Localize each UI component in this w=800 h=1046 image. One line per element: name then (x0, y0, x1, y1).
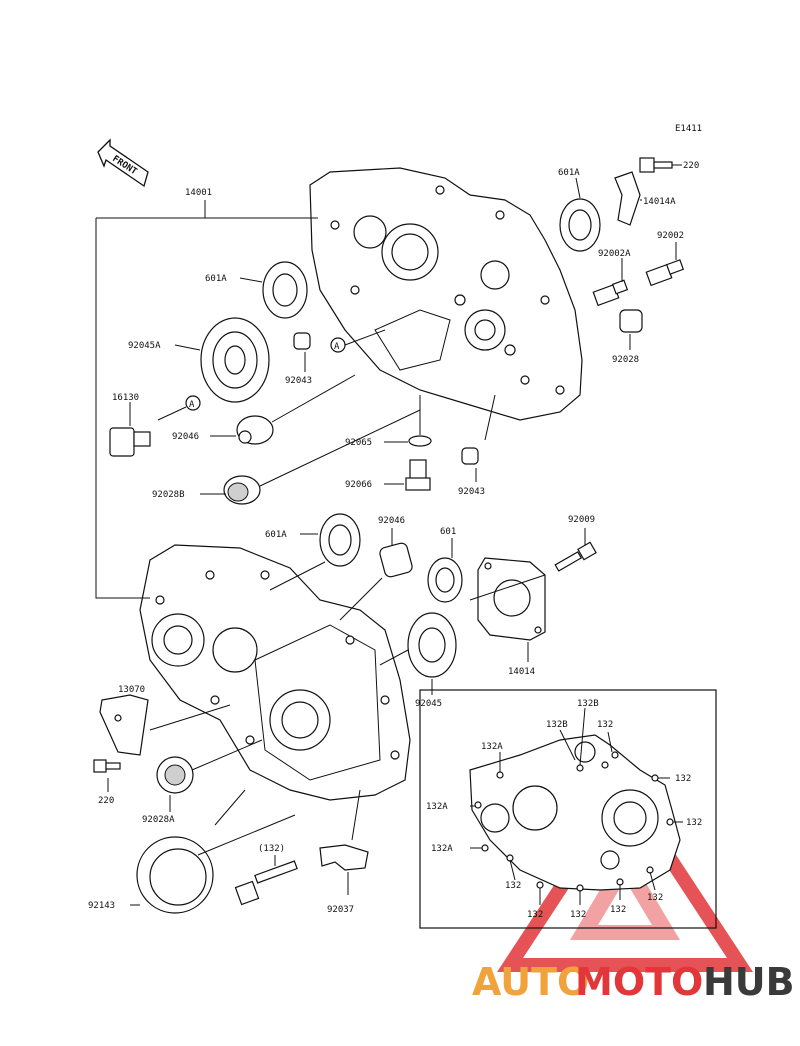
bolt-location-inset (419, 689, 717, 929)
inset-label-132-4: 132 (505, 881, 521, 891)
bracket-14014A (614, 171, 641, 226)
fitting-92002 (645, 259, 685, 287)
diagram-code: E1411 (675, 124, 702, 134)
ref-A-top: A (330, 337, 346, 353)
inset-label-132-6: 132 (570, 910, 586, 920)
svg-text:A: A (334, 342, 340, 352)
label-14001: 14001 (185, 188, 212, 198)
bolt-220-top (639, 157, 673, 173)
sensor-16130 (109, 427, 151, 457)
label-14014: 14014 (508, 667, 535, 677)
dowel-92043-b (461, 447, 479, 465)
label-601: 601 (440, 527, 456, 537)
fitting-92002A (592, 279, 629, 307)
label-92028A: 92028A (142, 815, 175, 825)
inset-leaders (470, 707, 683, 905)
inset-label-132-5: 132 (527, 910, 543, 920)
inset-label-132A-2: 132A (426, 802, 448, 812)
plate-13070 (99, 694, 149, 756)
label-92002: 92002 (657, 231, 684, 241)
collar-92046-a (236, 415, 274, 445)
plug-92066 (405, 459, 431, 491)
label-92043-b: 92043 (458, 487, 485, 497)
label-601A-mid: 601A (265, 530, 287, 540)
ref-A-left: A (185, 395, 201, 411)
bolt-220-bottom (93, 759, 121, 773)
label-601A-top: 601A (558, 168, 580, 178)
cover-plate-14014 (477, 557, 546, 641)
bearing-92045A (200, 317, 270, 403)
label-220-top: 220 (683, 161, 699, 171)
label-92028: 92028 (612, 355, 639, 365)
inset-label-132-8: 132 (647, 893, 663, 903)
front-arrow-icon: FRONT (97, 138, 149, 188)
dowel-92043-a (293, 332, 311, 350)
svg-text:AUTO: AUTO (472, 960, 589, 1004)
ring-92143 (136, 836, 214, 914)
label-601A-left: 601A (205, 274, 227, 284)
bolt-92009 (554, 541, 597, 572)
inset-label-132-3: 132 (686, 818, 702, 828)
clamp-92037 (319, 844, 369, 871)
label-92043-a: 92043 (285, 376, 312, 386)
washer-92065 (408, 435, 432, 447)
bearing-601A-mid (319, 513, 361, 567)
inset-label-132A-3: 132A (431, 844, 453, 854)
collar-92046-b (379, 542, 413, 578)
label-92045: 92045 (415, 699, 442, 709)
label-92143: 92143 (88, 901, 115, 911)
svg-text:A: A (189, 400, 195, 410)
cap-92028 (619, 309, 643, 333)
watermark-text: AUTO MOTO HUB (472, 960, 795, 1004)
label-92046-b: 92046 (378, 516, 405, 526)
bearing-601A-left (262, 261, 308, 319)
seal-92028B (223, 475, 261, 505)
label-92028B: 92028B (152, 490, 185, 500)
label-14014A: 14014A (643, 197, 676, 207)
inset-label-132-1: 132 (597, 720, 613, 730)
inset-label-132B-2: 132B (546, 720, 568, 730)
label-92066: 92066 (345, 480, 372, 490)
label-132-paren: (132) (258, 844, 285, 854)
lower-crankcase-half (139, 544, 411, 801)
label-16130: 16130 (112, 393, 139, 403)
seal-92028A (156, 756, 194, 794)
label-220-bottom: 220 (98, 796, 114, 806)
label-92037: 92037 (327, 905, 354, 915)
inset-label-132B-1: 132B (577, 699, 599, 709)
svg-text:HUB: HUB (703, 960, 795, 1004)
svg-text:MOTO: MOTO (575, 960, 703, 1004)
bolt-132 (234, 860, 298, 906)
label-92065: 92065 (345, 438, 372, 448)
inset-label-132A-1: 132A (481, 742, 503, 752)
label-13070: 13070 (118, 685, 145, 695)
label-92009: 92009 (568, 515, 595, 525)
label-92045A: 92045A (128, 341, 161, 351)
bearing-601 (427, 557, 463, 603)
bracket-14001 (95, 200, 318, 599)
inset-label-132-7: 132 (610, 905, 626, 915)
upper-crankcase-half (309, 167, 583, 421)
label-92002A: 92002A (598, 249, 631, 259)
bearing-92045 (407, 612, 457, 678)
bearing-601A-top (559, 198, 601, 252)
label-92046-a: 92046 (172, 432, 199, 442)
inset-label-132-2: 132 (675, 774, 691, 784)
